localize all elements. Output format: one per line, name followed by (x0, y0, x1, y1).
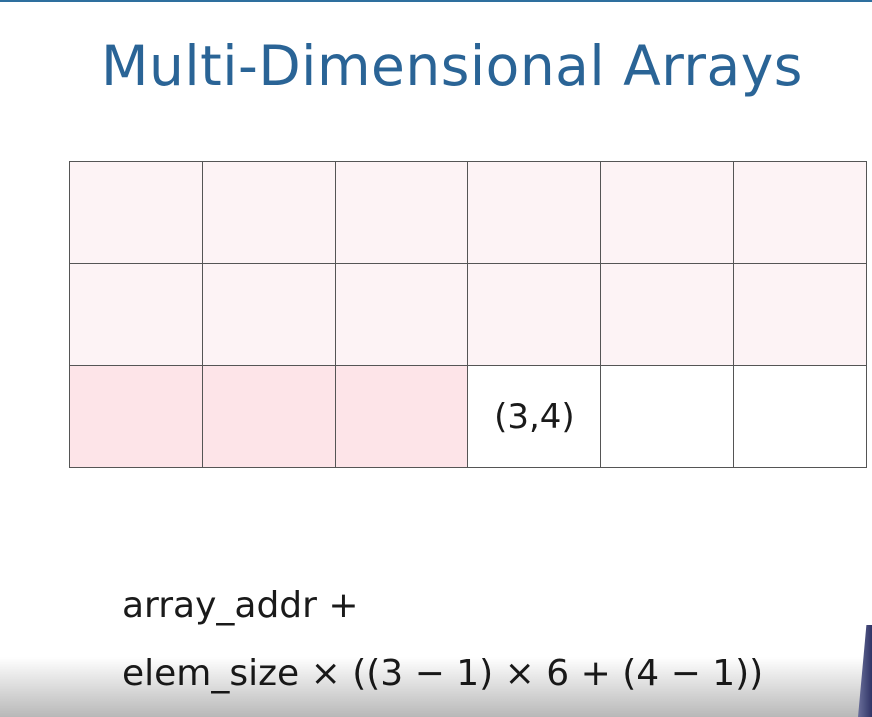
grid-cell (467, 263, 602, 366)
grid-cell (201, 365, 336, 468)
grid-cell (69, 161, 203, 264)
grid-cell (69, 263, 203, 366)
grid-cell (733, 161, 867, 264)
formula-line-1: array_addr + (122, 585, 359, 626)
grid-cell (467, 161, 602, 264)
formula-line-2: elem_size × ((3 − 1) × 6 + (4 − 1)) (122, 653, 764, 694)
grid-cell (733, 263, 867, 366)
grid-row (69, 263, 867, 366)
grid-cell (600, 365, 735, 468)
grid-cell (69, 365, 203, 468)
grid-cell (201, 263, 336, 366)
grid-cell (334, 161, 469, 264)
target-cell: (3,4) (467, 365, 602, 468)
top-rule (0, 0, 872, 2)
grid-row: (3,4) (69, 365, 867, 468)
grid-cell (334, 263, 469, 366)
grid-cell (733, 365, 867, 468)
grid-cell (201, 161, 336, 264)
edge-accent (858, 625, 872, 717)
grid-cell (600, 161, 735, 264)
grid-cell (600, 263, 735, 366)
grid-row (69, 161, 867, 264)
grid-cell (334, 365, 469, 468)
array-grid: (3,4) (69, 161, 867, 468)
slide-title: Multi-Dimensional Arrays (101, 34, 803, 98)
